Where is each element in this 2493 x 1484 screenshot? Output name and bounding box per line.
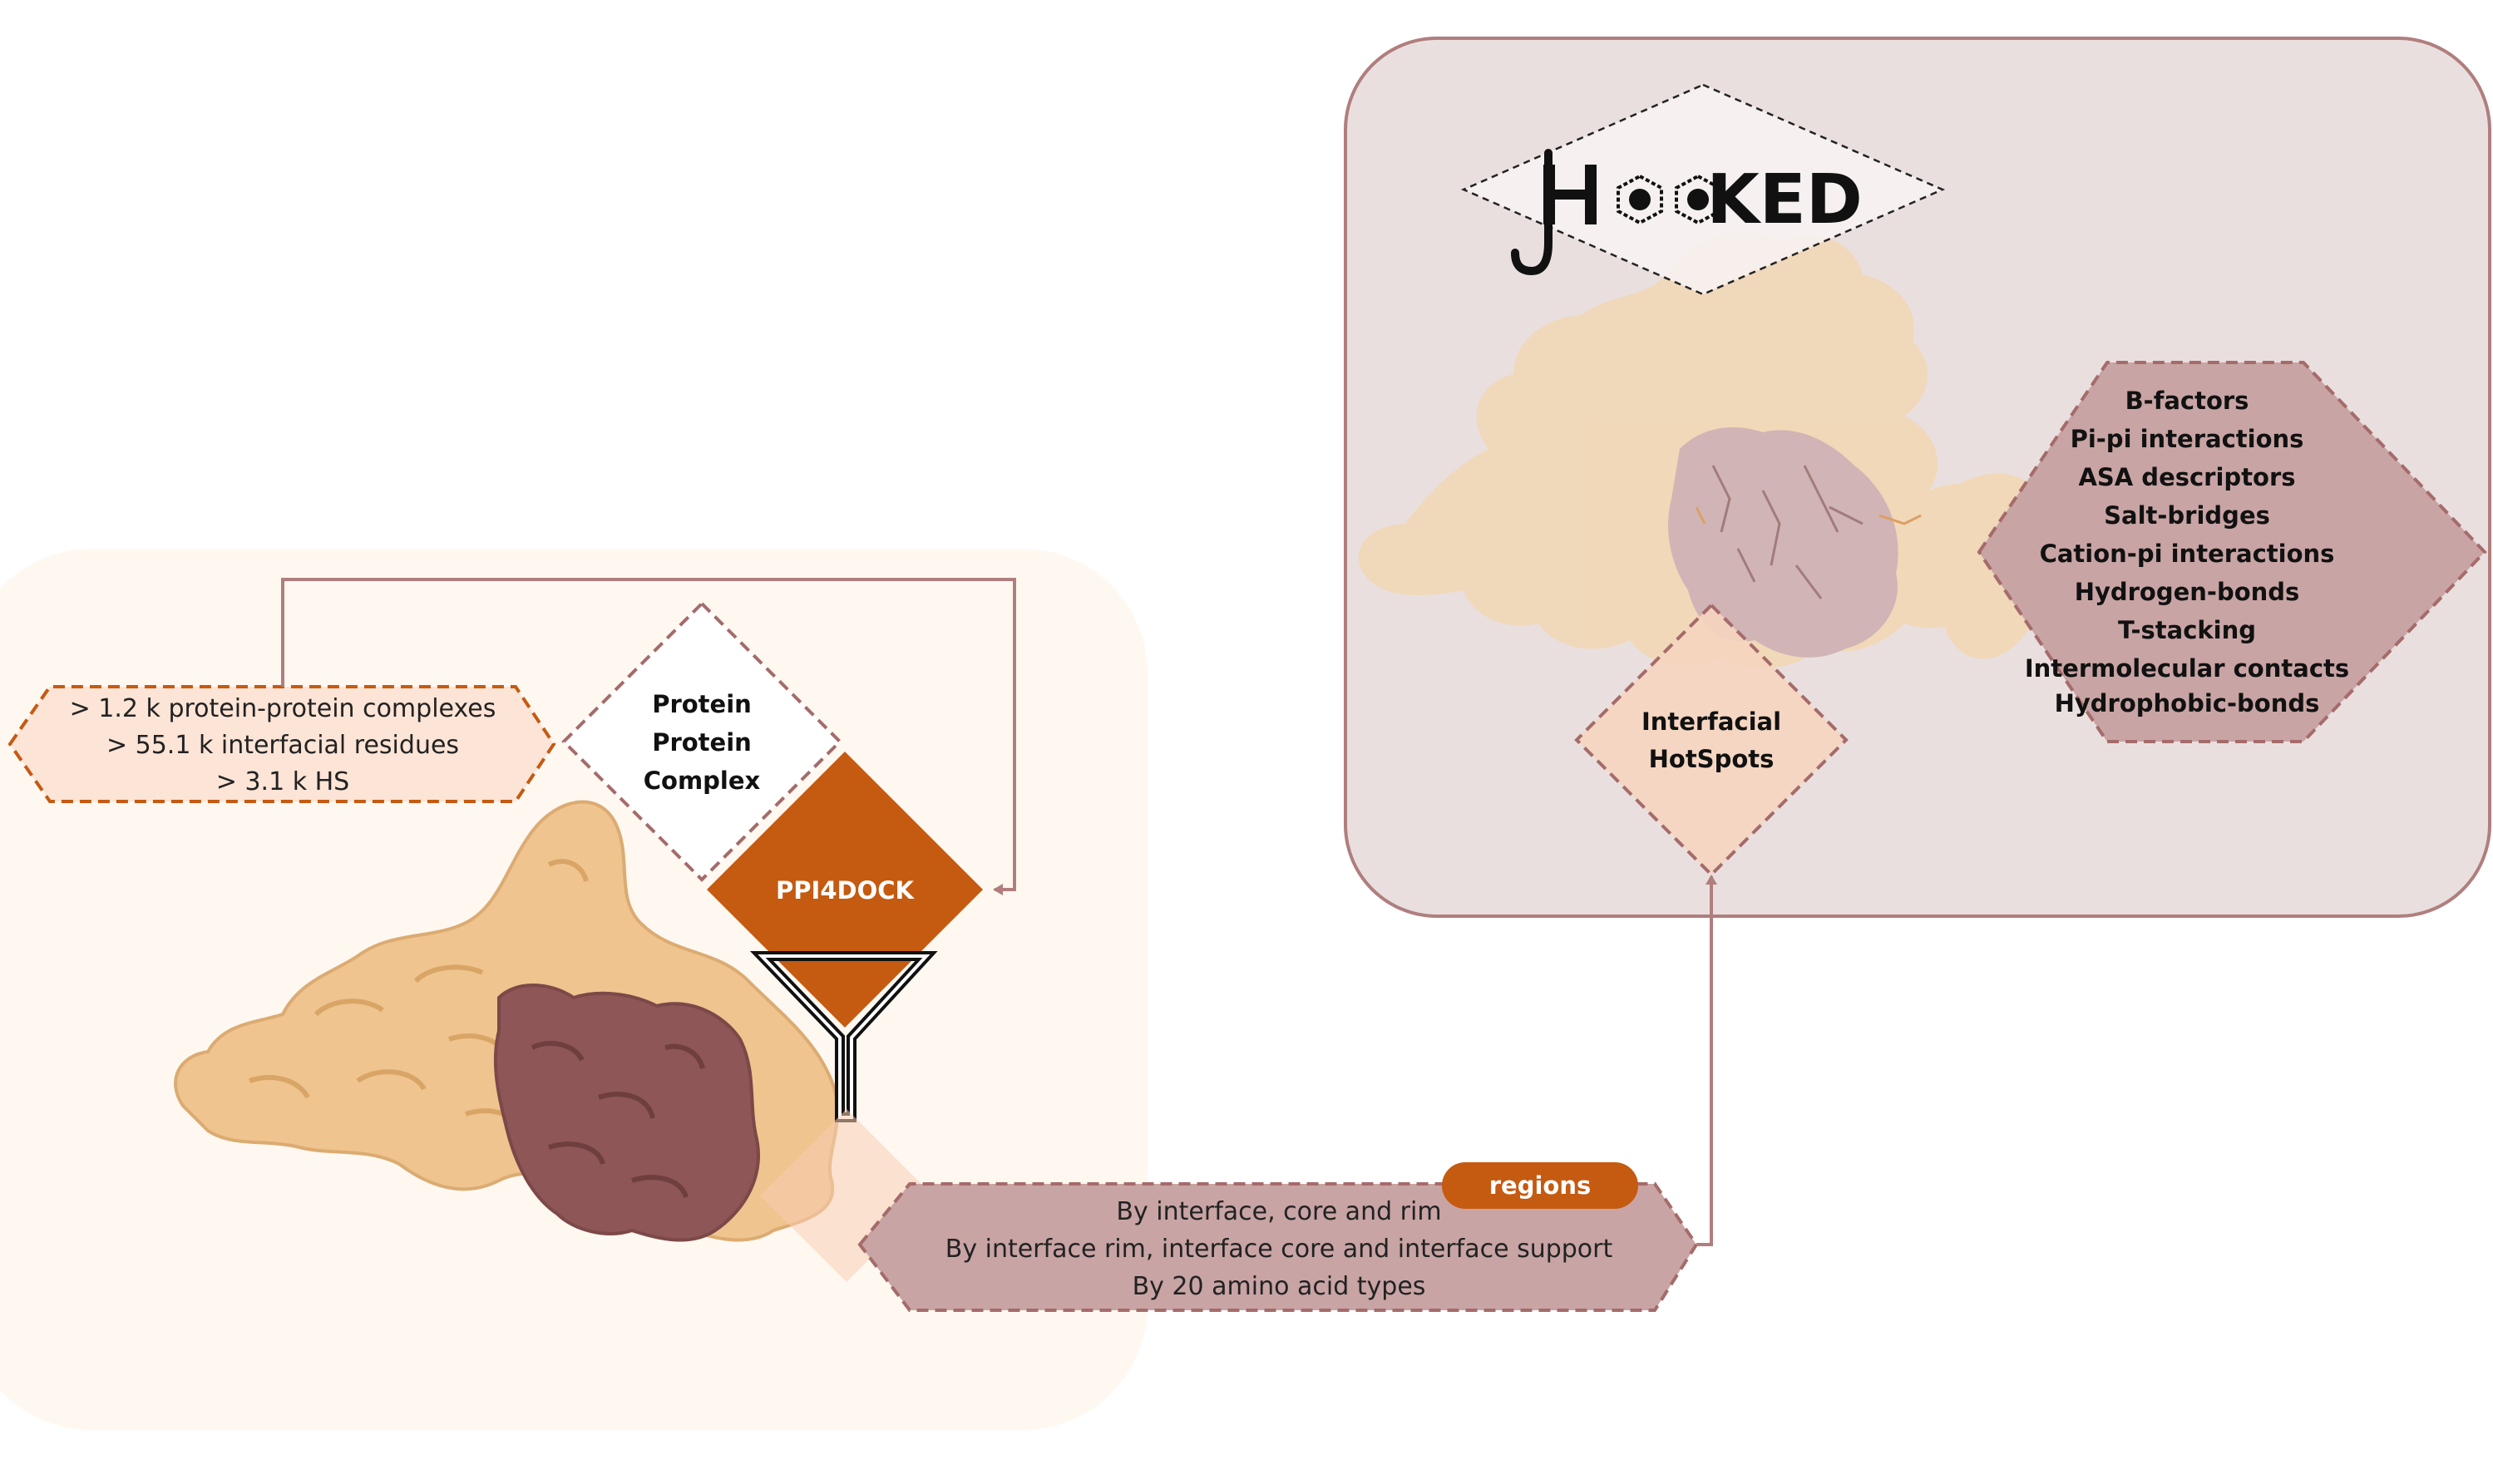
features-list: B-factors Pi-pi interactions ASA descrip…: [2025, 387, 2349, 717]
regions-line-2: By interface rim, interface core and int…: [945, 1235, 1613, 1264]
dataset-line-2: > 55.1 k interfacial residues: [106, 731, 459, 760]
dataset-hexagon: [7, 685, 556, 803]
feature-item: ASA descriptors: [2078, 463, 2295, 491]
dataset-line-1: > 1.2 k protein-protein complexes: [70, 694, 496, 723]
hooked-logo: KED: [1460, 83, 1946, 296]
complex-line-2: Protein: [652, 728, 752, 757]
regions-to-hotspots-connector: [1696, 875, 1717, 1246]
ppi4dock-label: PPI4DOCK: [776, 876, 915, 905]
feature-item: Hydrophobic-bonds: [2055, 689, 2320, 717]
hotspots-line-1: Interfacial: [1641, 707, 1781, 736]
dataset-line-3: > 3.1 k HS: [216, 767, 349, 796]
hotspots-line-2: HotSpots: [1649, 745, 1775, 773]
hooked-logo-text: KED: [1706, 160, 1863, 239]
regions-line-1: By interface, core and rim: [1116, 1197, 1441, 1226]
feature-item: Cation-pi interactions: [2040, 540, 2335, 568]
complex-diamond: [561, 601, 842, 882]
complex-line-3: Complex: [644, 767, 761, 795]
feature-item: Salt-bridges: [2104, 501, 2270, 530]
features-hexagon: [1977, 361, 2487, 743]
complex-line-1: Protein: [652, 690, 752, 718]
feature-item: T-stacking: [2118, 616, 2256, 644]
regions-tag: [1442, 1162, 1638, 1209]
benzene-ring-icon-2: [1675, 174, 1721, 225]
regions-tag-label: regions: [1489, 1171, 1592, 1200]
feature-item: Hydrogen-bonds: [2075, 578, 2300, 606]
regions-line-3: By 20 amino acid types: [1133, 1272, 1426, 1301]
hotspots-diamond: [1574, 603, 1849, 877]
protein-structure-left: [174, 800, 840, 1242]
loop-connector: [281, 578, 1016, 895]
feature-item: Intermolecular contacts: [2025, 654, 2349, 683]
feature-item: B-factors: [2125, 387, 2249, 415]
feature-item: Pi-pi interactions: [2071, 425, 2304, 453]
benzene-ring-icon: [1617, 174, 1663, 225]
